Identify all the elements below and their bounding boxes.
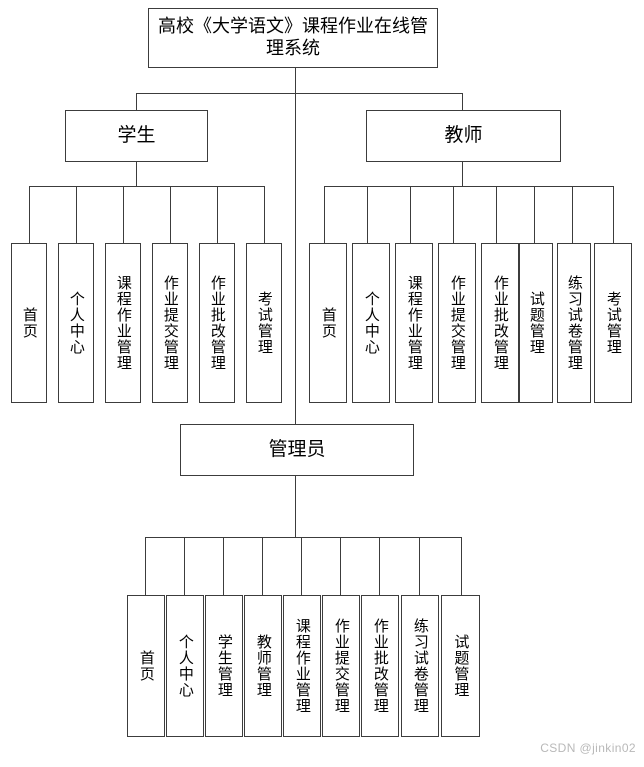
role-node-student[interactable]: 学生: [65, 110, 208, 162]
connector-to-teacher: [462, 93, 463, 110]
connector-admin-drop-3: [223, 537, 224, 595]
connector-admin-drop-9: [461, 537, 462, 595]
connector-admin-drop-7: [379, 537, 380, 595]
watermark-text: CSDN @jinkin02: [540, 741, 636, 755]
leaf-admin-7[interactable]: 作业批改管理: [361, 595, 399, 737]
leaf-teacher-2[interactable]: 个人中心: [352, 243, 390, 403]
leaf-student-3[interactable]: 课程作业管理: [105, 243, 141, 403]
connector-root-stem: [295, 68, 296, 93]
connector-teacher-drop-1: [324, 186, 325, 243]
connector-teacher-drop-5: [496, 186, 497, 243]
leaf-teacher-7[interactable]: 练习试卷管理: [557, 243, 591, 403]
connector-admin-drop-8: [419, 537, 420, 595]
leaf-student-5[interactable]: 作业批改管理: [199, 243, 235, 403]
connector-student-drop-3: [123, 186, 124, 243]
connector-teacher-drop-6: [534, 186, 535, 243]
leaf-teacher-8[interactable]: 考试管理: [594, 243, 632, 403]
leaf-teacher-3[interactable]: 课程作业管理: [395, 243, 433, 403]
connector-teacher-drop-2: [367, 186, 368, 243]
connector-teacher-drop-7: [572, 186, 573, 243]
connector-student-drop-5: [217, 186, 218, 243]
leaf-teacher-1[interactable]: 首页: [309, 243, 347, 403]
leaf-teacher-6[interactable]: 试题管理: [519, 243, 553, 403]
leaf-student-2[interactable]: 个人中心: [58, 243, 94, 403]
connector-level1-bus: [136, 93, 463, 94]
connector-to-admin: [295, 93, 296, 424]
connector-student-drop-1: [29, 186, 30, 243]
connector-teacher-drop-4: [453, 186, 454, 243]
connector-teacher-stem: [462, 162, 463, 186]
connector-admin-drop-4: [262, 537, 263, 595]
connector-admin-stem: [295, 476, 296, 537]
connector-admin-bus: [145, 537, 462, 538]
connector-admin-drop-1: [145, 537, 146, 595]
role-node-admin[interactable]: 管理员: [180, 424, 414, 476]
connector-admin-drop-2: [184, 537, 185, 595]
role-node-teacher[interactable]: 教师: [366, 110, 561, 162]
leaf-teacher-4[interactable]: 作业提交管理: [438, 243, 476, 403]
connector-student-drop-2: [76, 186, 77, 243]
leaf-student-4[interactable]: 作业提交管理: [152, 243, 188, 403]
connector-student-drop-4: [170, 186, 171, 243]
leaf-admin-4[interactable]: 教师管理: [244, 595, 282, 737]
leaf-admin-5[interactable]: 课程作业管理: [283, 595, 321, 737]
leaf-student-6[interactable]: 考试管理: [246, 243, 282, 403]
connector-teacher-drop-8: [613, 186, 614, 243]
connector-student-stem: [136, 162, 137, 186]
connector-teacher-drop-3: [410, 186, 411, 243]
leaf-admin-6[interactable]: 作业提交管理: [322, 595, 360, 737]
root-node-title: 高校《大学语文》课程作业在线管理系统: [148, 8, 438, 68]
leaf-admin-8[interactable]: 练习试卷管理: [401, 595, 439, 737]
leaf-admin-3[interactable]: 学生管理: [205, 595, 243, 737]
connector-admin-drop-6: [340, 537, 341, 595]
leaf-admin-1[interactable]: 首页: [127, 595, 165, 737]
leaf-admin-2[interactable]: 个人中心: [166, 595, 204, 737]
connector-admin-drop-5: [301, 537, 302, 595]
connector-student-drop-6: [264, 186, 265, 243]
leaf-teacher-5[interactable]: 作业批改管理: [481, 243, 519, 403]
leaf-student-1[interactable]: 首页: [11, 243, 47, 403]
leaf-admin-9[interactable]: 试题管理: [441, 595, 480, 737]
connector-teacher-bus: [324, 186, 614, 187]
connector-student-bus: [29, 186, 265, 187]
connector-to-student: [136, 93, 137, 110]
